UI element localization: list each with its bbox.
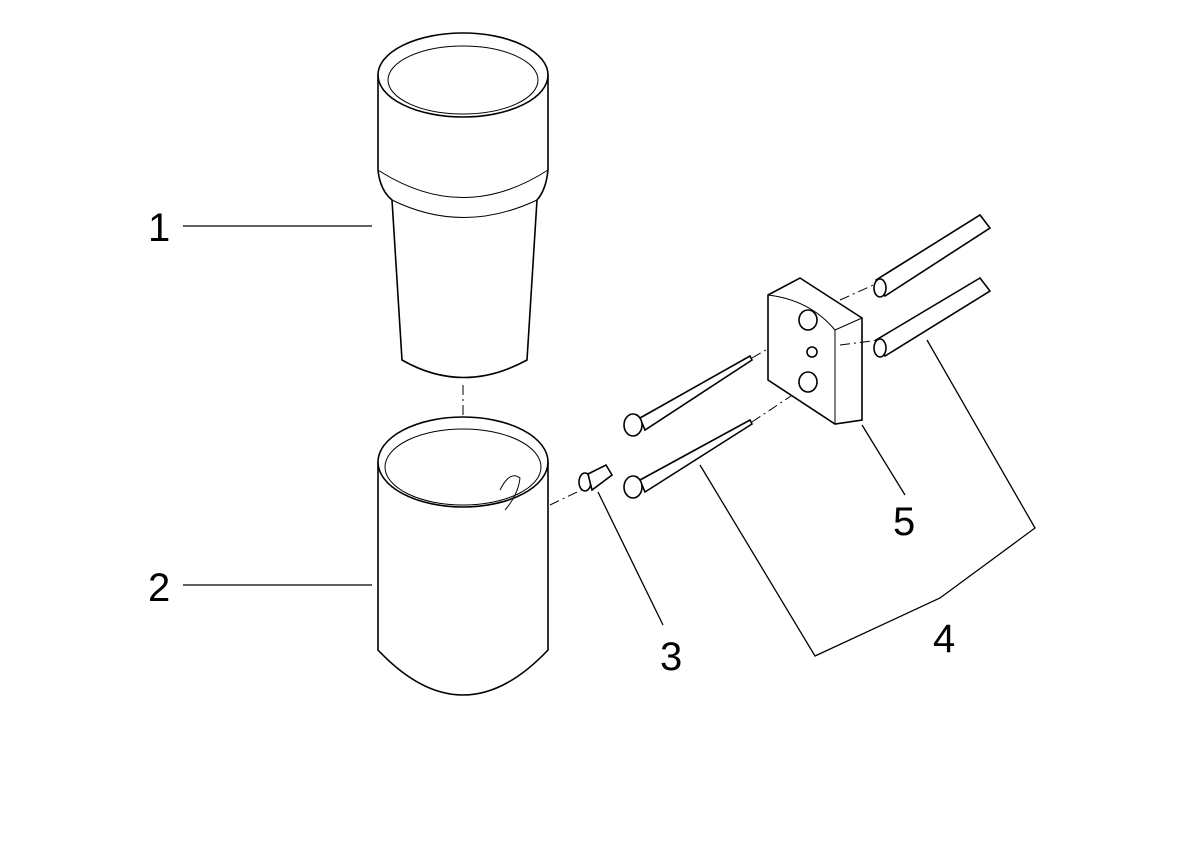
callout-2: 2	[148, 566, 171, 610]
callout-1: 1	[148, 206, 171, 250]
screws-part	[623, 329, 801, 499]
callout-5: 5	[893, 500, 916, 544]
set-screw-part	[578, 463, 614, 492]
callout-3: 3	[660, 635, 683, 679]
wall-plugs-part	[873, 213, 992, 358]
leader-line-5	[861, 424, 906, 496]
leader-line-3	[597, 491, 664, 626]
callout-4: 4	[933, 617, 956, 661]
leader-line-4	[699, 339, 1036, 657]
glass-part	[377, 32, 549, 379]
holder-part	[377, 416, 549, 696]
wall-bracket-part	[767, 277, 881, 425]
